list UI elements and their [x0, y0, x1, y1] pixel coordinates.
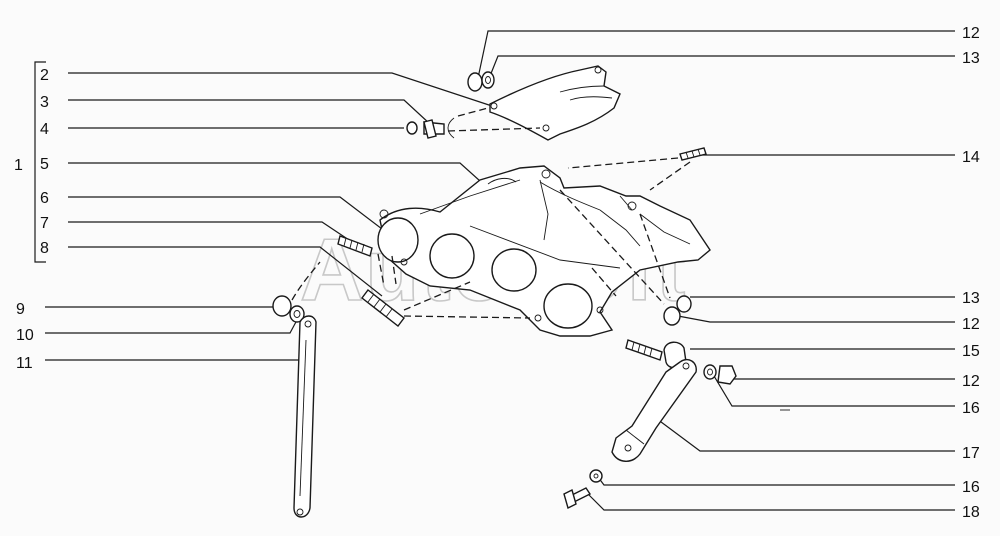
exhaust-manifold	[377, 165, 711, 337]
label-1: 1	[14, 157, 23, 174]
label-6: 6	[40, 190, 49, 207]
label-7: 7	[40, 215, 49, 232]
bolt-18	[563, 487, 592, 510]
label-9: 9	[16, 301, 25, 318]
nut-right-low	[703, 364, 737, 385]
label-16-low: 16	[962, 479, 980, 496]
label-12-mid: 12	[962, 316, 980, 333]
group-bracket	[34, 61, 46, 263]
dashed-arrow-left-nut	[291, 261, 321, 301]
nut-top	[467, 71, 495, 92]
dashed-arrows-shield	[447, 107, 541, 139]
label-14: 14	[962, 149, 980, 166]
bolt-3	[406, 119, 445, 139]
label-10: 10	[16, 327, 34, 344]
heat-shield	[489, 65, 621, 141]
label-16-mid: 16	[962, 400, 980, 417]
nut-left	[272, 295, 305, 323]
support-bracket-11	[293, 315, 317, 518]
label-11: 11	[16, 355, 33, 372]
label-17: 17	[962, 445, 980, 462]
label-4: 4	[40, 121, 49, 138]
label-12-top: 12	[962, 25, 980, 42]
bracket-17	[611, 358, 697, 462]
stud-7	[337, 235, 373, 257]
label-15: 15	[962, 343, 980, 360]
washer-16-low	[589, 469, 603, 483]
label-12-low: 12	[962, 373, 980, 390]
label-18: 18	[962, 504, 980, 521]
label-5: 5	[40, 156, 49, 173]
nut-right-mid	[663, 295, 692, 326]
stud-8	[361, 289, 405, 327]
label-13-top: 13	[962, 50, 980, 67]
dashed-arrows-stud-14	[567, 157, 691, 191]
label-13-mid: 13	[962, 290, 980, 307]
dashed-arrows-studs	[377, 189, 671, 319]
label-2: 2	[40, 67, 49, 84]
stud-14	[679, 147, 707, 161]
leader-lines-right	[477, 30, 955, 511]
label-3: 3	[40, 94, 49, 111]
label-8: 8	[40, 240, 49, 257]
